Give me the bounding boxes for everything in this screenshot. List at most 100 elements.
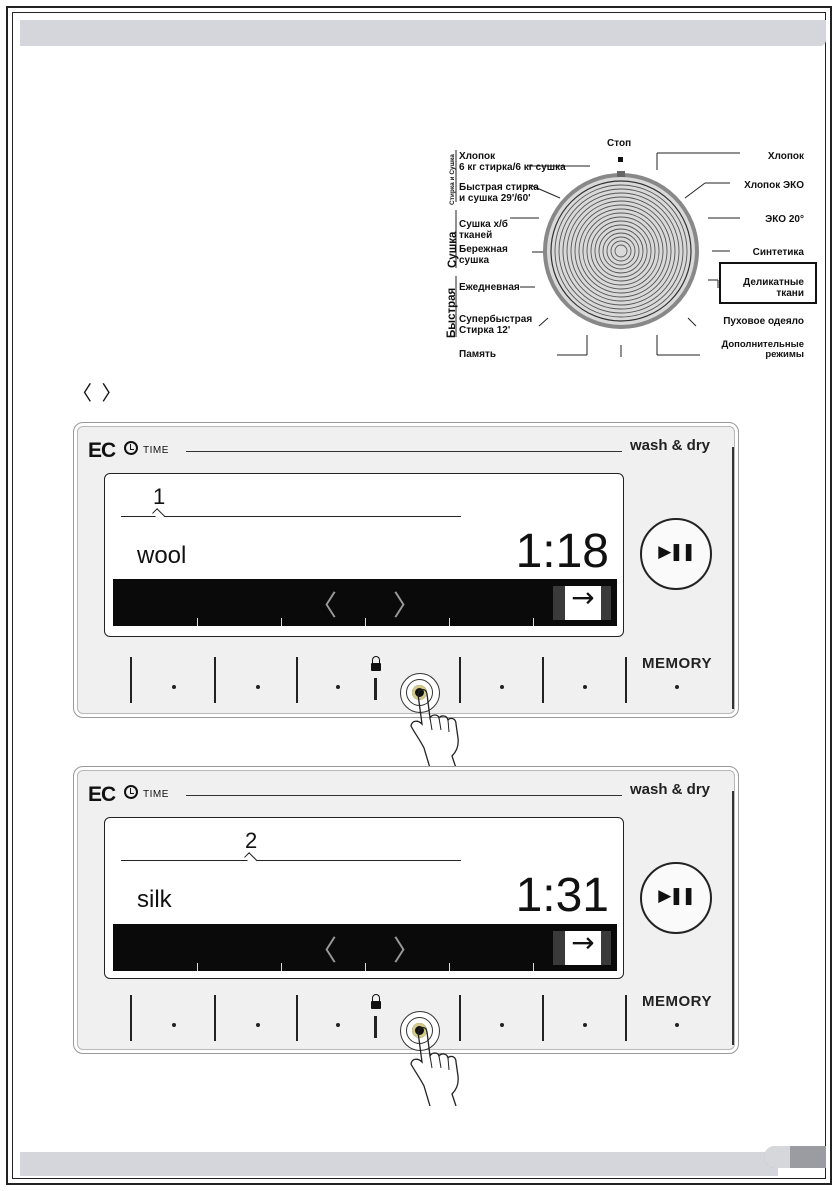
lock-key-bar	[374, 678, 377, 700]
key-separator	[214, 995, 216, 1041]
strip-tick	[365, 618, 366, 626]
program-indicator-caret	[244, 852, 257, 865]
memory-key[interactable]	[675, 1023, 679, 1027]
strip-tick	[533, 618, 534, 626]
dial-item-cotton-eco[interactable]: Хлопок ЭКО	[744, 180, 804, 191]
option-key[interactable]	[583, 685, 587, 689]
program-number: 1	[153, 484, 166, 509]
chevron-right-icon[interactable]: 〉	[393, 589, 422, 622]
dial-item-daily[interactable]: Ежедневная	[459, 282, 520, 293]
page-frame-inner	[12, 12, 826, 1179]
memory-label: MEMORY	[642, 993, 712, 1010]
strip-tick	[449, 618, 450, 626]
dial-item-cotton-6kg[interactable]: Хлопок 6 кг стирка/6 кг сушка	[459, 151, 566, 173]
hand-pointer-icon-2	[410, 1026, 459, 1106]
dial-item-cotton[interactable]: Хлопок	[767, 151, 804, 162]
dial-group-wash-dry: Стирка и Сушка	[449, 154, 456, 205]
dial-group-fast: Быстрая	[446, 287, 458, 338]
header-line	[186, 795, 622, 796]
page-frame-outer	[6, 6, 832, 1185]
program-number: 2	[245, 828, 258, 853]
clock-icon	[124, 441, 138, 455]
memory-label: MEMORY	[642, 655, 712, 672]
next-box-highlight	[565, 586, 601, 620]
eco-logo: EC	[88, 439, 116, 462]
option-key[interactable]	[583, 1023, 587, 1027]
memory-key[interactable]	[675, 685, 679, 689]
dial-item-extra-modes[interactable]: Дополнительные режимы	[721, 339, 804, 360]
key-separator	[625, 657, 627, 703]
program-time: 1:31	[515, 869, 609, 922]
start-pause-button[interactable]: ▶❚❚	[640, 862, 712, 934]
strip-tick	[197, 618, 198, 626]
strip-tick	[533, 963, 534, 971]
play-pause-icon: ▶❚❚	[658, 886, 696, 906]
option-key[interactable]	[256, 1023, 260, 1027]
program-time: 1:18	[515, 525, 609, 578]
time-logo-text: TIME	[143, 789, 169, 800]
option-key[interactable]	[500, 1023, 504, 1027]
left-right-arrows-icon: 〈 〉	[72, 383, 124, 405]
option-strip: 〈 〉 →	[113, 579, 617, 626]
lock-icon	[371, 656, 381, 671]
wash-dry-label: wash & dry	[630, 781, 711, 798]
dial-group-dry: Сушка	[447, 231, 459, 268]
clock-icon	[124, 785, 138, 799]
play-pause-icon: ▶❚❚	[658, 542, 696, 562]
option-key[interactable]	[172, 685, 176, 689]
key-separator	[542, 657, 544, 703]
arrow-right-icon[interactable]: →	[571, 926, 595, 959]
dial-item-memory[interactable]: Память	[459, 349, 497, 360]
dial-item-quick-wash-dry[interactable]: Быстрая стирка и сушка 29'/60'	[459, 182, 539, 204]
strip-tick	[281, 618, 282, 626]
key-separator	[459, 995, 461, 1041]
control-panel-2: EC TIME wash & dry 2 silk 1:31 〈 〉 → ▶❚❚	[73, 766, 739, 1054]
dial-item-dry-cotton[interactable]: Сушка х/б тканей	[459, 219, 508, 241]
option-key[interactable]	[256, 685, 260, 689]
lock-icon	[371, 994, 381, 1009]
dial-item-eco-20[interactable]: ЭКО 20°	[765, 214, 804, 225]
chevron-left-icon[interactable]: 〈	[309, 934, 338, 967]
option-strip: 〈 〉 →	[113, 924, 617, 971]
next-box-highlight	[565, 931, 601, 965]
strip-tick	[449, 963, 450, 971]
lock-key-bar	[374, 1016, 377, 1038]
program-indicator-line	[121, 860, 461, 861]
chevron-right-icon[interactable]: 〉	[393, 934, 422, 967]
option-key[interactable]	[336, 685, 340, 689]
display-screen: 2 silk 1:31 〈 〉 →	[104, 817, 624, 979]
dial-label-stop: Стоп	[607, 138, 632, 149]
dial-item-delicates[interactable]: Деликатные ткани	[743, 277, 804, 299]
key-separator	[296, 995, 298, 1041]
key-separator	[296, 657, 298, 703]
strip-tick	[281, 963, 282, 971]
dial-item-synthetics[interactable]: Синтетика	[752, 247, 804, 258]
chevron-left-icon[interactable]: 〈	[309, 589, 338, 622]
time-logo-text: TIME	[143, 445, 169, 456]
program-indicator-caret	[152, 508, 165, 521]
program-name: silk	[137, 886, 172, 913]
header-bar	[20, 20, 826, 46]
wash-dry-label: wash & dry	[630, 437, 711, 454]
option-key[interactable]	[500, 685, 504, 689]
program-name: wool	[137, 542, 187, 569]
option-key[interactable]	[172, 1023, 176, 1027]
footer-bar	[20, 1152, 778, 1176]
key-separator	[542, 995, 544, 1041]
dial-item-super-quick[interactable]: Супербыстрая Стирка 12'	[459, 314, 533, 336]
program-indicator-line	[121, 516, 461, 517]
page-tab-highlight	[764, 1146, 790, 1168]
hand-pointer-icon-1	[410, 688, 459, 768]
header-line	[186, 451, 622, 452]
key-separator	[130, 995, 132, 1041]
dial-item-gentle-dry[interactable]: Бережная сушка	[459, 244, 508, 266]
key-separator	[214, 657, 216, 703]
option-key[interactable]	[336, 1023, 340, 1027]
control-panel-1: EC TIME wash & dry 1 wool 1:18 〈 〉 → ▶❚❚	[73, 422, 739, 718]
panel-right-line	[732, 447, 734, 709]
arrow-right-icon[interactable]: →	[571, 581, 595, 614]
eco-logo: EC	[88, 783, 116, 806]
dial-item-duvet[interactable]: Пуховое одеяло	[723, 316, 804, 327]
display-screen: 1 wool 1:18 〈 〉 →	[104, 473, 624, 637]
start-pause-button[interactable]: ▶❚❚	[640, 518, 712, 590]
